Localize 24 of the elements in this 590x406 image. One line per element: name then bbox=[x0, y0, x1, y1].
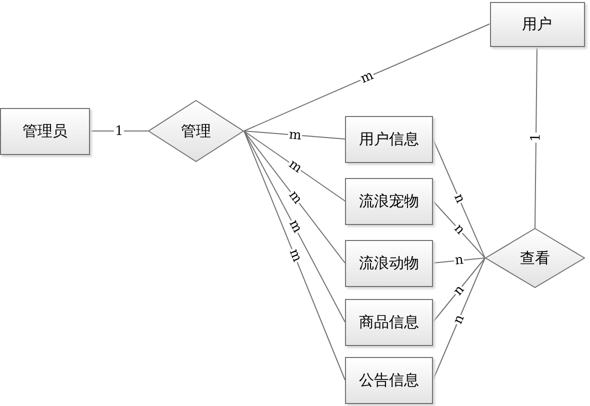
relationship-diamond: 管理 bbox=[148, 100, 244, 162]
connector-line bbox=[244, 24, 490, 132]
entity-box: 流浪宠物 bbox=[345, 178, 433, 224]
entity-box: 用户 bbox=[490, 2, 584, 46]
connector-line bbox=[432, 258, 486, 322]
cardinality-label: 1 bbox=[530, 132, 543, 142]
cardinality-label: 1 bbox=[114, 124, 124, 138]
connector-line bbox=[244, 130, 346, 322]
connector-line bbox=[244, 130, 346, 140]
entity-box: 用户信息 bbox=[345, 116, 433, 162]
connector-line bbox=[244, 130, 346, 380]
connector-line bbox=[244, 130, 346, 202]
entity-box: 流浪动物 bbox=[345, 240, 433, 286]
connector-line bbox=[432, 200, 486, 258]
relationship-diamond: 查看 bbox=[485, 228, 585, 288]
connector-line bbox=[90, 130, 148, 132]
connector-line bbox=[432, 258, 486, 264]
connector-line bbox=[432, 138, 486, 258]
connector-line bbox=[244, 130, 346, 264]
entity-box: 商品信息 bbox=[345, 298, 433, 346]
entity-box: 管理员 bbox=[0, 108, 90, 154]
connector-line bbox=[432, 258, 486, 380]
connector-line bbox=[534, 46, 538, 228]
entity-box: 公告信息 bbox=[345, 356, 433, 404]
